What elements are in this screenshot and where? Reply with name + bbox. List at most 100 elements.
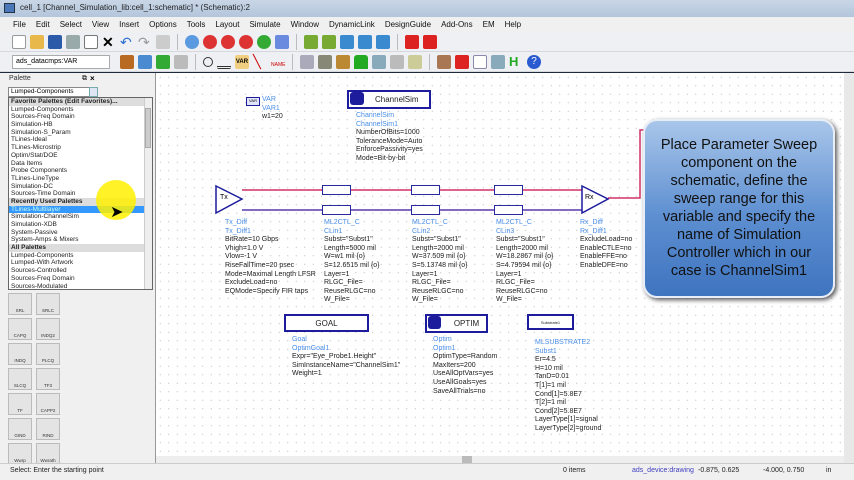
list-scroll-thumb[interactable] xyxy=(145,108,151,148)
tune-icon[interactable] xyxy=(336,54,350,69)
s-param-icon[interactable] xyxy=(473,54,487,69)
menu-tools[interactable]: Tools xyxy=(186,20,206,29)
palette-list-item[interactable]: Simulation-XDB xyxy=(11,221,57,228)
menu-help[interactable]: Help xyxy=(504,20,522,29)
display-data-icon[interactable] xyxy=(372,54,386,69)
deactivate-icon[interactable] xyxy=(405,34,419,49)
select-pointer-icon[interactable] xyxy=(84,34,98,49)
undo-icon[interactable]: ↶ xyxy=(120,33,132,50)
s-plot-icon[interactable] xyxy=(491,54,505,69)
move-icon[interactable] xyxy=(185,34,199,49)
simulation-icon[interactable] xyxy=(318,54,332,69)
generate-layout-icon[interactable] xyxy=(340,34,354,49)
channelsim-component[interactable]: ChannelSim xyxy=(347,90,431,109)
palette-list-item[interactable]: Sources-Freq Domain xyxy=(11,113,75,121)
snap-icon[interactable] xyxy=(275,34,289,49)
menu-layout[interactable]: Layout xyxy=(215,20,240,29)
menu-em[interactable]: EM xyxy=(482,20,495,29)
palette-list-item[interactable]: System-Passive xyxy=(11,228,58,236)
ground-icon[interactable] xyxy=(217,55,231,69)
menu-view[interactable]: View xyxy=(91,20,110,29)
palette-group-header[interactable]: All Palettes xyxy=(9,244,152,252)
chevron-down-icon[interactable] xyxy=(89,87,98,97)
rotate-icon[interactable] xyxy=(156,34,170,49)
palette-list-item[interactable]: TLines-Microstrip xyxy=(11,144,61,152)
status-layer[interactable]: ads_device:drawing xyxy=(632,467,694,474)
palette-button-tf[interactable]: TF xyxy=(8,393,32,415)
wire-icon[interactable]: ╲ xyxy=(253,53,261,69)
clin2-bottom[interactable] xyxy=(411,205,440,215)
print-icon[interactable] xyxy=(66,34,80,49)
palette-group-header[interactable]: Recently Used Palettes xyxy=(9,197,152,206)
insert-component-icon[interactable] xyxy=(156,54,170,69)
menu-edit[interactable]: Edit xyxy=(35,20,50,29)
palette-button-srlc[interactable]: SRLC xyxy=(36,293,60,315)
scroll-thumb[interactable] xyxy=(462,456,472,463)
menu-insert[interactable]: Insert xyxy=(119,20,140,29)
palette-list-item[interactable]: Simulation-HB xyxy=(11,121,53,129)
palette-list-item[interactable]: Probe Components xyxy=(11,167,68,175)
menu-options[interactable]: Options xyxy=(149,20,177,29)
redo-icon[interactable]: ↷ xyxy=(138,33,150,50)
clin1-bottom[interactable] xyxy=(322,205,351,215)
menu-dynamiclink[interactable]: DynamicLink xyxy=(329,20,375,29)
clin3-bottom[interactable] xyxy=(494,205,523,215)
design-sync-icon[interactable] xyxy=(376,34,390,49)
palette-list-item[interactable]: TLines-LineType xyxy=(11,174,60,182)
optimize-icon[interactable] xyxy=(354,54,368,69)
palette-button-rind[interactable]: RIND xyxy=(36,418,60,440)
menu-file[interactable]: File xyxy=(13,20,26,29)
library-icon[interactable] xyxy=(120,54,134,69)
horizontal-scrollbar[interactable] xyxy=(156,456,844,463)
menu-simulate[interactable]: Simulate xyxy=(249,20,281,29)
clin2-top[interactable] xyxy=(411,185,440,195)
palette-button-srl[interactable]: SRL xyxy=(8,293,32,315)
palette-list-item[interactable]: Sources-Freq Domain xyxy=(11,274,75,282)
parameter-icon[interactable] xyxy=(138,54,152,69)
export-icon[interactable] xyxy=(455,54,469,69)
palette-list-item[interactable]: Simulation-ChannelSim xyxy=(11,213,79,221)
port-icon[interactable] xyxy=(203,56,213,67)
menu-window[interactable]: Window xyxy=(290,20,320,29)
substrate-component[interactable]: Substrate1 xyxy=(527,314,574,330)
push-into-hierarchy-icon[interactable] xyxy=(304,34,318,49)
substrate-icon[interactable] xyxy=(437,54,451,69)
palette-list-item[interactable]: Sources-Time Domain xyxy=(11,190,76,198)
insert-disabled-icon[interactable] xyxy=(174,54,188,69)
palette-list-item[interactable]: Lumped-Components xyxy=(11,251,74,259)
palette-button-gind[interactable]: GIND xyxy=(8,418,32,440)
zoom-area-icon[interactable] xyxy=(203,34,217,49)
palette-button-plcq[interactable]: PLCQ xyxy=(36,343,60,365)
palette-list-item[interactable]: TLines-Multilayer xyxy=(9,205,152,214)
palette-list-item[interactable]: Lumped-Components xyxy=(11,105,74,113)
palette-float-icon[interactable]: ⧉ xyxy=(82,75,87,82)
palette-button-indq[interactable]: INDQ xyxy=(8,343,32,365)
data-file-icon[interactable] xyxy=(390,54,404,69)
save-icon[interactable] xyxy=(48,34,62,49)
palette-list-item[interactable]: Simulation-S_Param xyxy=(11,128,71,136)
component-list-icon[interactable] xyxy=(300,54,314,69)
update-layout-icon[interactable] xyxy=(358,34,372,49)
palette-list-item[interactable]: Optim/Stat/DOE xyxy=(11,151,58,159)
zoom-fit-icon[interactable] xyxy=(257,34,271,49)
list-scrollbar[interactable] xyxy=(144,98,152,289)
menu-add-ons[interactable]: Add-Ons xyxy=(441,20,473,29)
palette-list-item[interactable]: TLines-Ideal xyxy=(11,136,47,144)
name-icon[interactable]: NAME xyxy=(271,61,286,68)
palette-list-item[interactable]: Lumped-With Artwork xyxy=(11,259,74,267)
var-icon[interactable]: VAR xyxy=(235,54,249,69)
palette-group-header[interactable]: Favorite Palettes (Edit Favorites)... xyxy=(9,98,152,106)
zoom-out-icon[interactable] xyxy=(239,34,253,49)
palette-button-slcq[interactable]: SLCQ xyxy=(8,368,32,390)
palette-close-icon[interactable]: × xyxy=(90,74,95,83)
help-icon[interactable]: ? xyxy=(527,54,541,69)
palette-list-item[interactable]: System-Amps & Mixers xyxy=(11,236,79,244)
zoom-in-icon[interactable] xyxy=(221,34,235,49)
pop-out-icon[interactable] xyxy=(322,34,336,49)
menu-select[interactable]: Select xyxy=(59,20,82,29)
palette-list-item[interactable]: Simulation-DC xyxy=(11,182,53,190)
palette-list-item[interactable]: Data Items xyxy=(11,159,43,167)
search-icon[interactable] xyxy=(408,54,422,69)
goal-component[interactable]: GOAL xyxy=(284,314,369,332)
library-combo[interactable]: ads_datacmps:VAR xyxy=(12,54,110,69)
